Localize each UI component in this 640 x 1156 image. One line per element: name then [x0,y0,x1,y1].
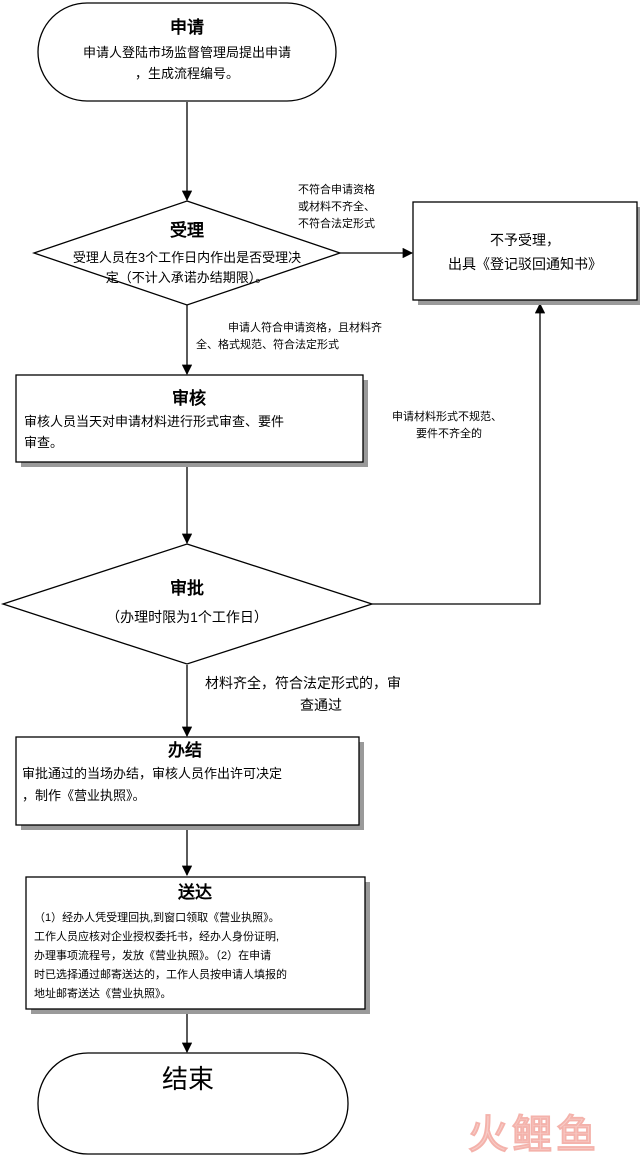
deliver-line-4: 时已选择通过邮寄送达的，工作人员按申请人填报的 [34,967,287,981]
complete-line-2: ，制作《营业执照》。 [22,788,146,803]
deliver-title: 送达 [178,882,212,902]
apply-title: 申请 [170,17,204,37]
complete-line-1: 审批通过的当场办结，审核人员作出许可决定 [22,766,282,781]
review-line-2: 审查。 [24,435,63,450]
apply-line-1: 申请人登陆市场监督管理局提出申请 [83,45,291,60]
review-line-1: 审核人员当天对申请材料进行形式审查、要件 [24,414,284,429]
label-accept-condition: 申请人符合申请资格，且材料齐 全、格式规范、符合法定形式 [196,320,382,351]
node-approve: 审批 （办理时限为1个工作日） [0,543,375,665]
apply-line-2: ，生成流程编号。 [135,66,239,81]
approve-title: 审批 [170,578,204,598]
approve-condition-line-2: 查通过 [300,697,342,713]
label-return-condition: 申请材料形式不规范、 要件不齐全的 [392,409,502,440]
deliver-line-5: 地址邮寄送达《营业执照》。 [34,986,172,1000]
accept-line-2: 定（不计入承诺办结期限）。 [106,270,269,285]
node-end: 结束 [37,1052,349,1155]
accept-line-1: 受理人员在3个工作日内作出是否受理决 [73,250,301,265]
end-title: 结束 [162,1064,214,1094]
reject-condition-line-2: 或材料不齐全、 [298,199,375,213]
watermark-logo: 火鲤鱼 [468,1112,600,1156]
return-condition-line-2: 要件不齐全的 [416,426,482,440]
node-deliver: 送达 （1）经办人凭受理回执,到窗口领取《营业执照》。 工作人员应核对企业授权委… [25,876,370,1014]
review-title: 审核 [172,388,206,408]
edge-approve-to-reject [372,302,546,605]
complete-title: 办结 [168,740,202,760]
approve-line-1: （办理时限为1个工作日） [106,609,268,625]
approve-condition-line-1: 材料齐全，符合法定形式的，审 [205,675,401,691]
node-apply: 申请 申请人登陆市场监督管理局提出申请 ，生成流程编号。 [37,2,337,102]
deliver-line-2: 工作人员应核对企业授权委托书，经办人身份证明, [34,929,279,943]
accept-title: 受理 [170,220,204,240]
return-condition-line-1: 申请材料形式不规范、 [392,409,502,423]
node-accept: 受理 受理人员在3个工作日内作出是否受理决 定（不计入承诺办结期限）。 [31,200,343,306]
node-reject: 不予受理， 出具《登记驳回通知书》 [412,201,640,305]
reject-line-1: 不予受理， [490,232,560,248]
reject-condition-line-3: 不符合法定形式 [298,216,375,230]
deliver-line-1: （1）经办人凭受理回执,到窗口领取《营业执照》。 [34,910,280,924]
reject-line-2: 出具《登记驳回通知书》 [448,256,602,272]
watermark-logo-text: 火鲤鱼 [468,1112,600,1156]
node-review: 审核 审核人员当天对申请材料进行形式审查、要件 审查。 [15,374,368,467]
label-approve-condition: 材料齐全，符合法定形式的，审 查通过 [205,675,401,713]
deliver-line-3: 办理事项流程号，发放《营业执照》。（2）在申请 [34,948,271,962]
accept-condition-line-2: 全、格式规范、符合法定形式 [196,337,339,351]
label-reject-condition: 不符合申请资格 或材料不齐全、 不符合法定形式 [298,182,375,230]
reject-condition-line-1: 不符合申请资格 [298,182,375,196]
node-complete: 办结 审批通过的当场办结，审核人员作出许可决定 ，制作《营业执照》。 [15,736,364,830]
accept-condition-line-1: 申请人符合申请资格，且材料齐 [228,320,382,334]
